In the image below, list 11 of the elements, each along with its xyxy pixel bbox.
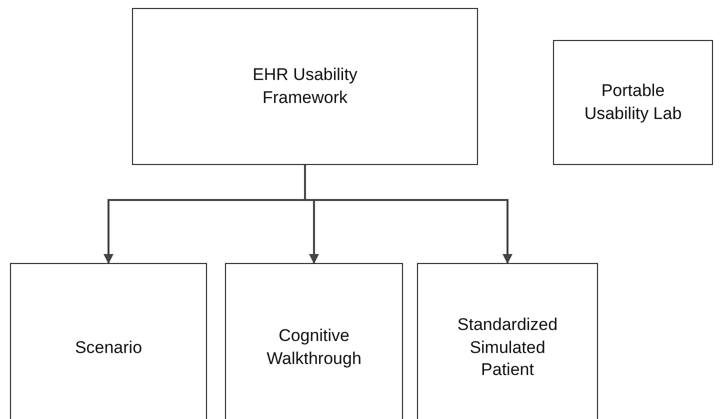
box-label: Standardized Simulated Patient [456, 314, 559, 382]
arrow [304, 165, 512, 264]
box-label: Scenario [74, 336, 142, 359]
process-box [10, 263, 207, 419]
process-box [417, 263, 598, 419]
process-box [225, 263, 403, 419]
process-box [553, 40, 713, 165]
box-label: Portable Usability Lab [583, 80, 683, 124]
box-label: EHR Usability Framework [252, 64, 358, 108]
process-box [132, 8, 478, 165]
box-label: Cognitive Walkthrough [266, 325, 362, 370]
